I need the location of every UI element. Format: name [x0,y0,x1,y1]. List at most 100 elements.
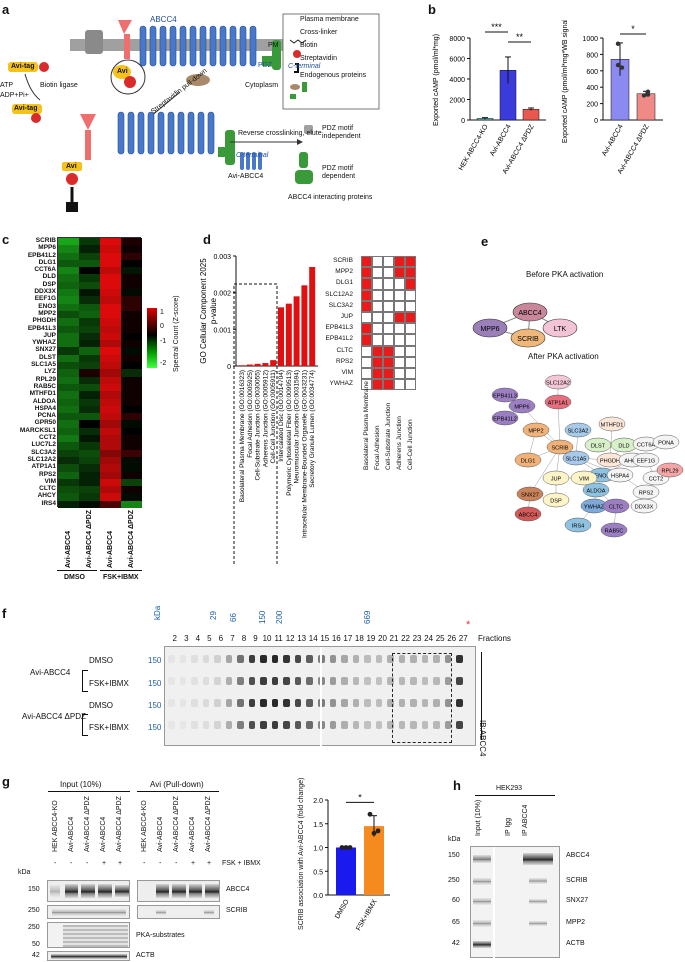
header-line [137,791,219,792]
avi-label: Avi [117,68,128,75]
heatmap-cell [405,368,416,380]
blot-band [191,699,198,707]
y-tick-label: 1.0 [313,846,323,853]
fraction-number: 22 [401,634,410,643]
fraction-number: 27 [458,634,468,643]
heatmap-row-label: DLG1 [38,258,56,266]
fraction-number: 9 [253,634,258,643]
heatmap-cell [58,245,79,254]
blot-band [191,721,198,729]
blot-band [260,721,267,729]
y-tick-label: 2.0 [313,798,323,805]
bar [246,364,253,366]
heatmap-cell [372,278,383,290]
heatmap-col-label: Basolateral Plasma Membrane [363,381,370,471]
heatmap-cell [383,334,394,346]
network-node [652,434,680,450]
blot-band [306,721,313,729]
marker-150: 150 [258,610,267,624]
lane-ip-abcc4: IP ABCC4 [522,804,529,836]
group-line [57,570,97,571]
marker-29: 29 [209,611,218,620]
fsk-mark: - [143,860,146,867]
category-label: HEK ABCC4-KO [458,123,490,172]
bar [309,267,316,366]
kda-label: kDa [18,869,31,876]
heatmap-cell [79,325,100,334]
blot-band [191,655,198,663]
heatmap-cell [121,413,142,421]
network-node [516,486,544,502]
heatmap-cell [383,278,394,290]
column-label: Avi-ABCC4 ΔPDZ [86,509,93,568]
heatmap-cell [372,289,383,301]
blot-band [433,721,440,729]
legend-item: Biotin [300,42,318,49]
blot-band [294,699,302,707]
group-line [100,570,142,571]
blot-actb [47,951,130,961]
heatmap-cell [58,376,79,385]
lane-label: Avi-ABCC4 ΔPDZ [84,796,91,852]
heatmap-cell [121,252,142,261]
heatmap-cell [361,379,372,391]
heatmap-cell [58,259,79,268]
heatmap-cell [121,296,142,305]
heatmap-cell [100,486,121,494]
heatmap-cell [58,303,79,312]
heatmap-cell [58,398,79,407]
network-node-label: MTHFD1 [601,423,624,429]
heatmap-cell [121,289,142,297]
network-node-label: CCT2 [649,477,664,483]
mw: 150 [448,852,460,859]
heatmap-col-label: Adherens Junction [396,416,403,471]
network-node-label: SNX27 [521,493,539,499]
heatmap-cell [58,500,79,509]
network-node [510,328,546,348]
heatmap-cell [79,435,100,443]
data-point [619,65,625,70]
heatmap-cell [121,259,142,268]
panel-label-b: b [428,2,436,17]
fsk-mark: - [175,860,178,867]
blot-band [294,677,302,685]
heatmap-cell [372,300,383,312]
heatmap-cell [58,318,79,327]
heatmap-cell [372,256,383,268]
network-node [514,452,542,468]
heatmap-cell [79,245,100,254]
bar [364,826,384,895]
heatmap-cell [79,427,100,436]
heatmap-row-label: PHGDH [32,317,56,325]
heatmap-cell [58,332,79,341]
blot-band [444,677,452,685]
heatmap-cell [121,369,142,378]
blot-band [179,721,187,729]
blot-band [433,655,440,663]
c-terminal-label: C-terminal [288,63,321,70]
heatmap-cell [394,289,405,301]
network-node-label: RAB5C [605,529,624,535]
bar [254,363,261,366]
condition-dmso: DMSO [89,701,113,710]
bar [636,93,656,121]
blot-band [341,655,348,663]
heatmap-cell [79,267,100,275]
heatmap-row-label: ALDOA [32,397,56,405]
blot-band [214,677,221,685]
heatmap-row-label: RPS2 [336,357,353,365]
heatmap-row-label: CLTC [39,485,56,493]
fsk-mark: + [207,860,212,867]
category-label: FSK+IBMX [355,898,379,932]
blot-band [271,655,279,663]
heatmap-cell [405,256,416,268]
heatmap-cell [100,289,121,297]
blot-band [364,677,371,685]
heatmap-row-label: EPB41L3 [325,324,353,332]
ib-label: IB:ABCC4 [478,720,487,757]
y-axis-label: Exported cAMP (pmol/ml*mg) [433,34,440,126]
heatmap-cell [79,464,100,472]
blot-band [456,677,463,685]
